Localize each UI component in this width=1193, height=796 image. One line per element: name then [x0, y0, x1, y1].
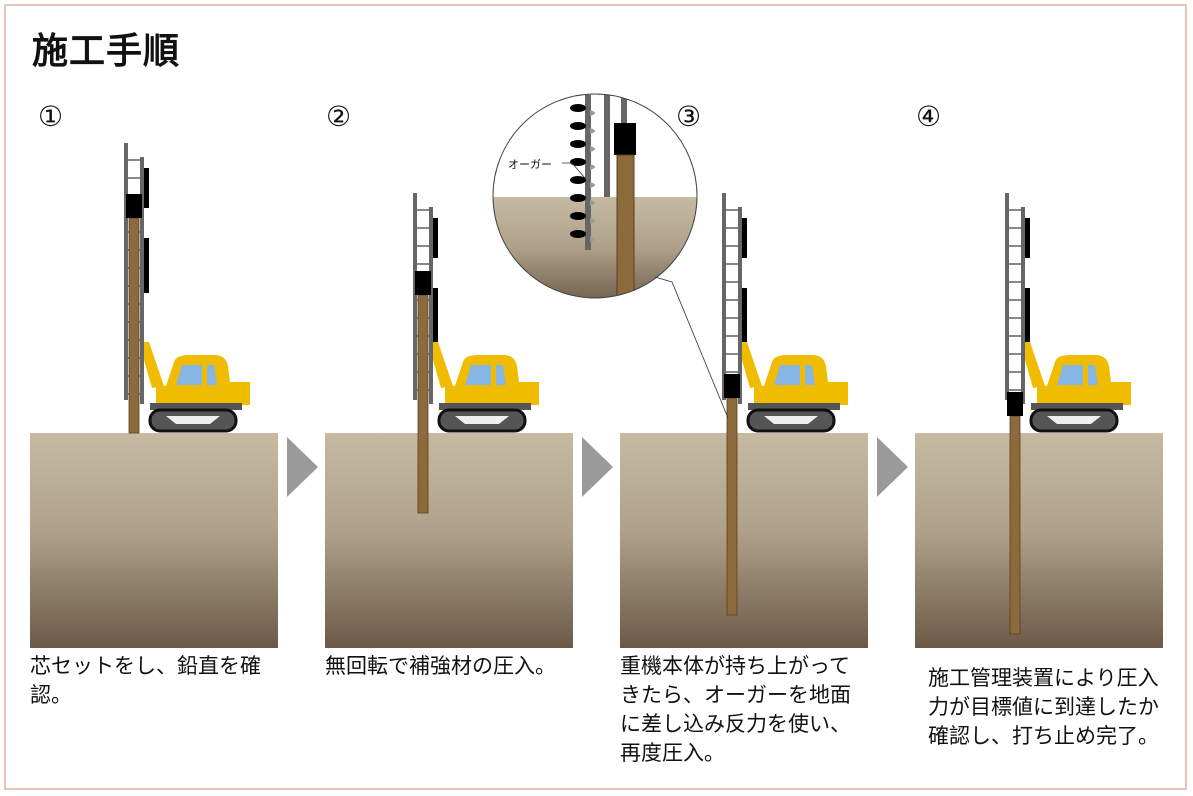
pile-driver-4 [1005, 193, 1131, 635]
ground-3 [620, 433, 868, 648]
step-4-number: ④ [916, 100, 942, 133]
arrow-icon [582, 437, 613, 497]
pile [417, 294, 429, 514]
step-2-caption: 無回転で補強材の圧入。 [325, 654, 556, 678]
auger-label: オーガー [508, 158, 552, 171]
step-4-caption: 施工管理装置により圧入力が目標値に到達したか確認し、打ち止め完了。 [928, 666, 1159, 748]
pile-driver-3 [722, 193, 848, 616]
step-1-number: ① [38, 100, 64, 133]
step-1-caption: 芯セットをし、鉛直を確認。 [30, 654, 261, 707]
step-3-number: ③ [676, 100, 702, 133]
pile [726, 397, 738, 616]
ground-4 [915, 433, 1163, 648]
pile [1009, 415, 1021, 635]
frame-border [4, 4, 1187, 790]
step-2-number: ② [326, 100, 352, 133]
step-3-caption: 重機本体が持ち上がってきたら、オーガーを地面に差し込み反力を使い、再度圧入。 [620, 654, 851, 765]
ground-1 [30, 433, 278, 648]
pile-driver-2 [413, 193, 539, 514]
ground-2 [325, 433, 573, 648]
pile-driver-1 [124, 143, 250, 434]
arrow-icon [877, 437, 908, 497]
pile [128, 217, 140, 434]
page-title: 施工手順 [32, 31, 181, 72]
arrow-icon [287, 437, 318, 497]
auger-inset [492, 93, 729, 419]
